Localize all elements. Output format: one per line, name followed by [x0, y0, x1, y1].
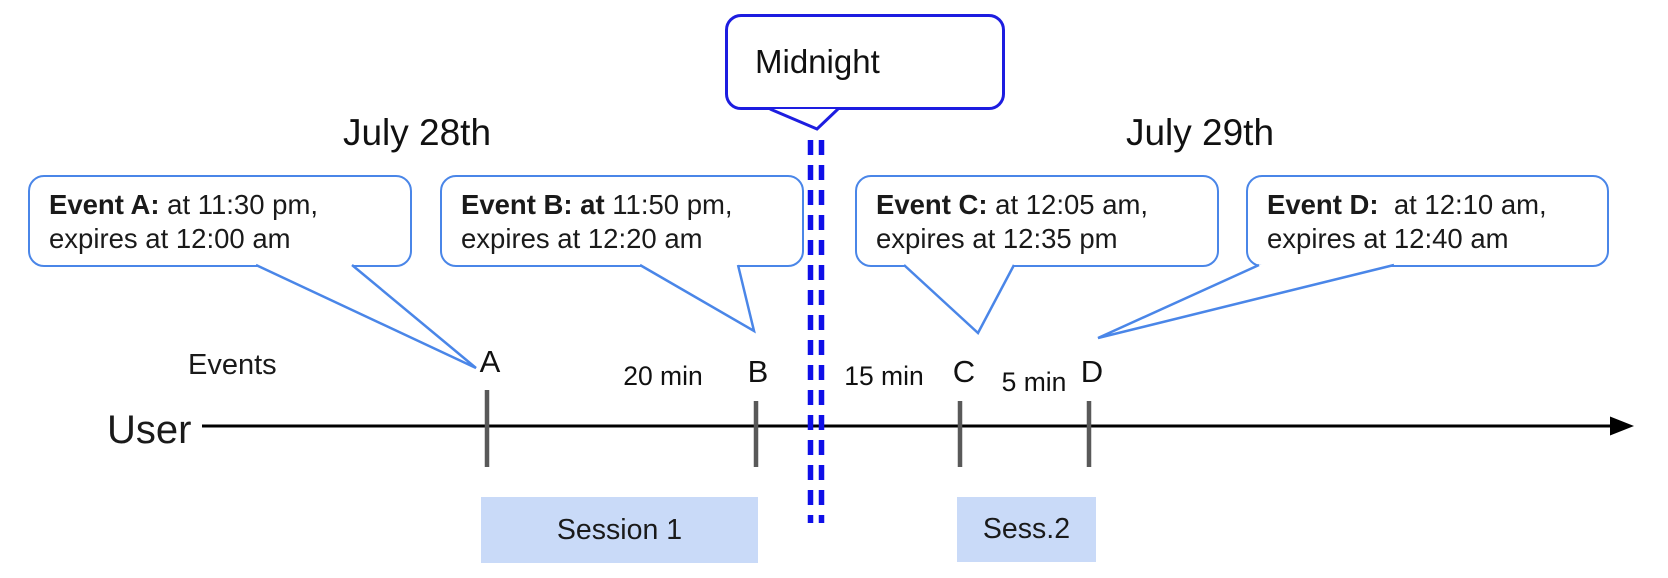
- event-a-line1: Event A: at 11:30 pm,: [49, 189, 319, 220]
- event-a-callout-tail: [255, 263, 477, 370]
- event-b-line2: expires at 12:20 am: [461, 223, 703, 254]
- date-label-july-28: July 28th: [342, 112, 492, 153]
- timeline-arrowhead-icon: [1610, 416, 1634, 436]
- event-d-line1: Event D: at 12:10 am,: [1267, 189, 1547, 220]
- event-b-line1: Event B: at 11:50 pm,: [461, 189, 733, 220]
- midnight-callout-tail: [769, 107, 840, 131]
- session-2-label: Sess.2: [982, 513, 1071, 545]
- event-a-line2: expires at 12:00 am: [49, 223, 291, 254]
- session-box-2: Sess.2: [957, 497, 1096, 562]
- interval-label-20min: 20 min: [623, 361, 703, 391]
- event-b-callout-tail: [639, 263, 756, 334]
- event-bubble-d: Event D: at 12:10 am, expires at 12:40 a…: [1246, 175, 1609, 267]
- events-axis-label: Events: [188, 349, 277, 381]
- event-bubble-a: Event A: at 11:30 pm, expires at 12:00 a…: [28, 175, 412, 267]
- session-1-label: Session 1: [556, 513, 683, 546]
- tick-label-d: D: [1080, 354, 1104, 389]
- tick-label-c: C: [952, 354, 976, 389]
- date-label-july-29: July 29th: [1125, 112, 1275, 153]
- midnight-label: Midnight: [755, 43, 880, 80]
- midnight-callout: Midnight: [725, 14, 1005, 110]
- interval-label-15min: 15 min: [844, 361, 924, 391]
- event-bubble-b: Event B: at 11:50 pm, expires at 12:20 a…: [440, 175, 804, 267]
- tick-label-b: B: [747, 354, 769, 389]
- event-d-callout-tail: [1097, 263, 1395, 340]
- event-d-line2: expires at 12:40 am: [1267, 223, 1509, 254]
- event-c-line1: Event C: at 12:05 am,: [876, 189, 1149, 220]
- event-c-callout-tail: [903, 264, 1016, 336]
- tick-label-a: A: [479, 344, 501, 379]
- user-axis-label: User: [107, 408, 192, 452]
- session-box-1: Session 1: [481, 497, 758, 563]
- interval-label-5min: 5 min: [1001, 367, 1067, 397]
- event-c-line2: expires at 12:35 pm: [876, 223, 1118, 254]
- event-bubble-c: Event C: at 12:05 am, expires at 12:35 p…: [855, 175, 1219, 267]
